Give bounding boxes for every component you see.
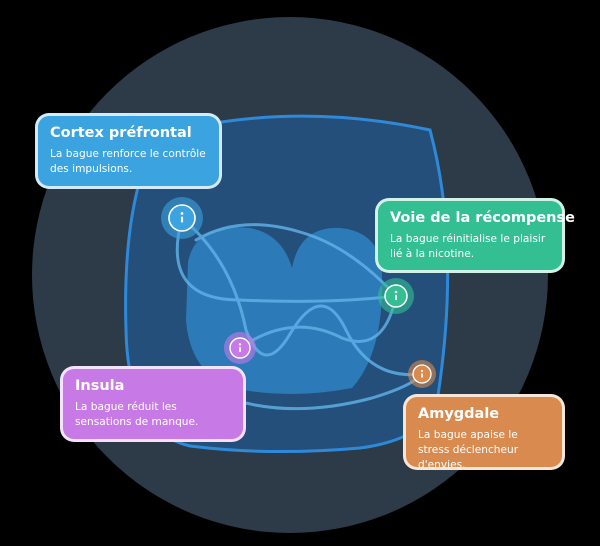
card-title: Voie de la récompense bbox=[390, 210, 575, 226]
info-icon bbox=[238, 343, 242, 352]
card-description: La bague réinitialise le plaisir lié à l… bbox=[390, 233, 546, 260]
hotspot-amygdala[interactable] bbox=[408, 360, 436, 388]
card-cortex[interactable]: Cortex préfrontal La bague renforce le c… bbox=[35, 113, 222, 189]
card-insula[interactable]: Insula La bague réduit les sensations de… bbox=[60, 366, 246, 442]
info-icon bbox=[180, 212, 184, 223]
card-title: Cortex préfrontal bbox=[50, 125, 192, 141]
neural-pathways bbox=[175, 216, 424, 411]
hotspot-cortex[interactable] bbox=[161, 197, 203, 239]
card-reward-pathway[interactable]: Voie de la récompense La bague réinitial… bbox=[375, 198, 575, 273]
info-icon bbox=[394, 290, 398, 301]
card-title: Amygdale bbox=[418, 406, 500, 422]
card-description: La bague renforce le contrôle des impuls… bbox=[50, 148, 206, 175]
card-title: Insula bbox=[75, 378, 125, 394]
card-description: La bague réduit les sensations de manque… bbox=[75, 401, 199, 428]
card-description: La bague apaise le stress déclencheur d'… bbox=[418, 429, 519, 471]
card-amygdala[interactable]: Amygdale La bague apaise le stress décle… bbox=[403, 394, 565, 471]
hotspot-reward[interactable] bbox=[378, 278, 414, 314]
hotspot-insula[interactable] bbox=[224, 332, 256, 364]
info-icon bbox=[420, 369, 424, 378]
